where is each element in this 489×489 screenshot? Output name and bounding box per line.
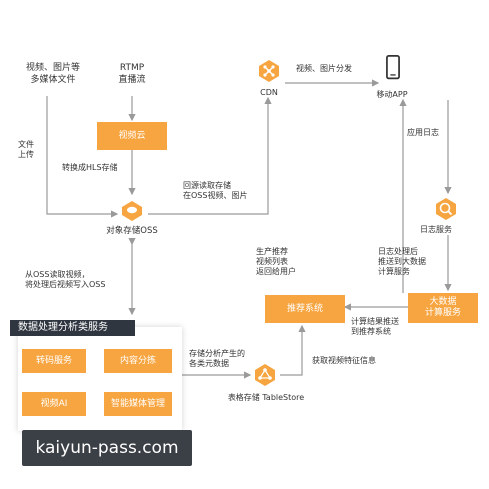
file-upload-label: 文件 上传 <box>18 140 34 159</box>
log-service-label: 日志服务 <box>420 225 452 234</box>
table-nodes-icon <box>255 364 275 386</box>
oss-label: 对象存储OSS <box>106 226 158 236</box>
origin-fetch-label: 回源读取存储 在OSS视频、图片 <box>183 181 248 200</box>
recommend-node: 推荐系统 <box>265 295 345 323</box>
cloud-storage-icon <box>122 201 142 221</box>
mobile-app-label: 移动APP <box>376 90 408 99</box>
convert-hls-label: 转换成HLS存储 <box>62 163 118 172</box>
app-log-label: 应用日志 <box>407 128 439 137</box>
network-nodes-icon <box>259 60 279 82</box>
gen-recommend-label: 生产推荐 视频列表 返回给用户 <box>256 247 296 276</box>
bigdata-node: 大数据 计算服务 <box>408 293 478 323</box>
compute-push-label: 计算结果推送 到推荐系统 <box>351 317 399 336</box>
arrow-origin <box>148 96 272 215</box>
magnifier-log-icon <box>436 198 456 220</box>
oss-read-label: 从OSS读取视频， 将处理后视频写入OSS <box>25 270 106 289</box>
watermark-banner: kaiyun-pass.com <box>22 430 192 466</box>
service-video-ai: 视频AI <box>22 392 86 416</box>
service-content-sort: 内容分拣 <box>104 349 172 373</box>
tablestore-label: 表格存储 TableStore <box>227 393 305 402</box>
fetch-features-label: 获取视频特征信息 <box>312 356 376 365</box>
video-cloud-node: 视频云 <box>97 122 167 150</box>
arrow-fetch-features <box>280 324 306 376</box>
service-media-management: 智能媒体管理 <box>104 392 172 416</box>
arrow-upload <box>46 96 119 218</box>
service-transcode: 转码服务 <box>22 349 86 373</box>
panel-title: 数据处理分析类服务 <box>10 320 135 336</box>
store-meta-label: 存储分析产生的 各类元数据 <box>189 349 245 368</box>
rtmp-label: RTMP 直播流 <box>118 63 146 85</box>
cdn-label: CDN <box>260 88 278 97</box>
smartphone-icon <box>386 55 400 80</box>
media-files-label: 视频、图片等 多媒体文件 <box>25 63 80 85</box>
distribute-label: 视频、图片分发 <box>296 64 352 73</box>
log-process-label: 日志处理后 推送到大数据 计算服务 <box>378 247 426 276</box>
